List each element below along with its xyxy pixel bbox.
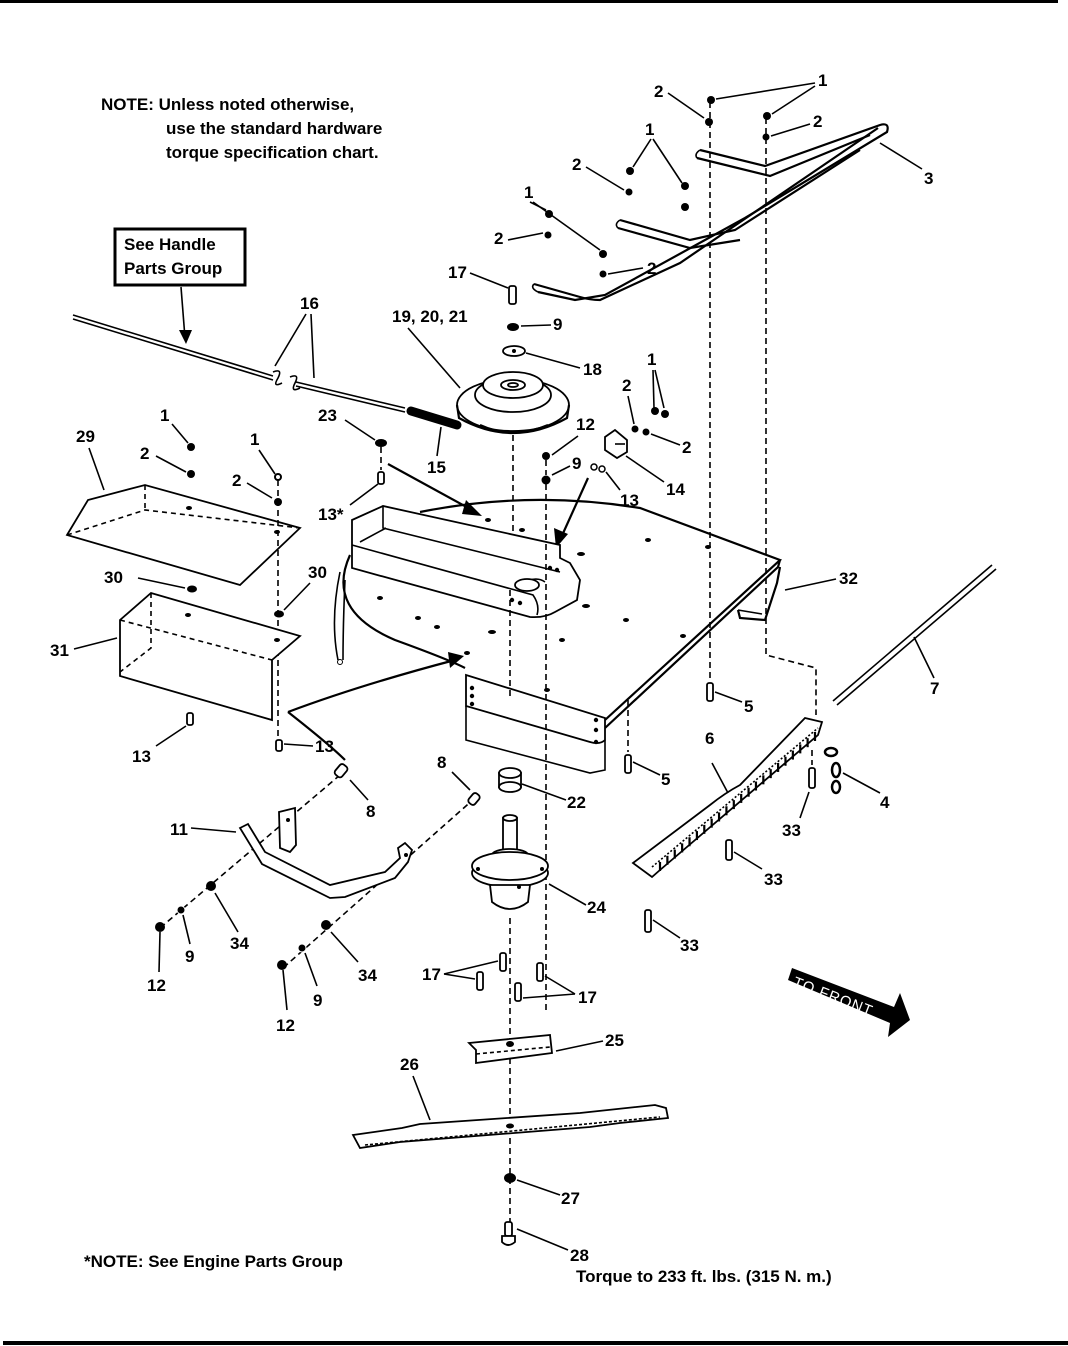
blade-part-26: 26	[351, 1055, 670, 1149]
callout-1: 1	[250, 430, 259, 449]
spacer-part-22: 22	[498, 767, 586, 812]
callout-8: 8	[366, 802, 375, 821]
callout-2: 2	[813, 112, 822, 131]
callout-22: 22	[567, 793, 586, 812]
callout-8: 8	[437, 753, 446, 772]
see-handle-parts-box: See Handle Parts Group	[113, 227, 247, 344]
callout-7: 7	[930, 679, 939, 698]
note-line-3: torque specification chart.	[166, 143, 379, 162]
see-handle-line-2: Parts Group	[124, 259, 222, 278]
callout-2: 2	[654, 82, 663, 101]
callout-19-20-21: 19, 20, 21	[392, 307, 468, 326]
callout-1: 1	[645, 120, 654, 139]
callout-5: 5	[744, 697, 753, 716]
callout-28: 28	[570, 1246, 589, 1265]
to-front-arrow: TO FRONT	[788, 968, 910, 1037]
callout-1: 1	[647, 350, 656, 369]
callout-12: 12	[576, 415, 595, 434]
callout-26: 26	[400, 1055, 419, 1074]
see-handle-line-1: See Handle	[124, 235, 216, 254]
callout-33: 33	[782, 821, 801, 840]
callout-2: 2	[622, 376, 631, 395]
callout-1: 1	[524, 183, 533, 202]
torque-note: Torque to 233 ft. lbs. (315 N. m.)	[576, 1267, 832, 1286]
bracket-part-11: 8 8 11	[159, 711, 481, 969]
callout-31: 31	[50, 641, 69, 660]
callout-2: 2	[647, 259, 656, 278]
callout-1: 1	[818, 71, 827, 90]
handle-part-3	[531, 123, 889, 302]
callout-2: 2	[494, 229, 503, 248]
callout-16: 16	[300, 294, 319, 313]
bolts-13: 13 13	[132, 712, 334, 766]
callout-30: 30	[308, 563, 327, 582]
callout-13-star: 13*	[318, 505, 344, 524]
callout-30: 30	[104, 568, 123, 587]
callout-33: 33	[680, 936, 699, 955]
callout-2: 2	[682, 438, 691, 457]
blade-bolt-hardware: 27 28	[501, 1173, 589, 1265]
blade-adapter-part-25: 25	[467, 1031, 624, 1065]
callout-4: 4	[880, 793, 890, 812]
callout-9: 9	[572, 454, 581, 473]
bottom-rule	[3, 1341, 1068, 1345]
callout-1: 1	[160, 406, 169, 425]
note-line-2: use the standard hardware	[166, 119, 382, 138]
handle-hardware	[544, 96, 771, 278]
shield-part-31: 30 30 31	[50, 563, 327, 722]
pulley-clutch-assembly: 19, 20, 21	[392, 307, 571, 434]
handle-callouts: 1 2 2 3 1 2 1 2 2	[494, 71, 933, 278]
baffle-part-6: 6	[631, 717, 824, 879]
bolts-17: 17 17	[422, 952, 597, 1007]
callout-2: 2	[572, 155, 581, 174]
callout-12: 12	[276, 1016, 295, 1035]
callout-25: 25	[605, 1031, 624, 1050]
callout-27: 27	[561, 1189, 580, 1208]
bolt-13-star: 23 13*	[318, 406, 482, 524]
engine-parts-note: *NOTE: See Engine Parts Group	[84, 1252, 343, 1271]
callout-14: 14	[666, 480, 685, 499]
callout-23: 23	[318, 406, 337, 425]
callout-32: 32	[839, 569, 858, 588]
callout-15: 15	[427, 458, 446, 477]
callout-2: 2	[232, 471, 241, 490]
callout-9: 9	[553, 315, 562, 334]
spring-part-15: 15	[406, 406, 462, 477]
callout-24: 24	[587, 898, 606, 917]
callout-9: 9	[185, 947, 194, 966]
callout-6: 6	[705, 729, 714, 748]
callout-13: 13	[132, 747, 151, 766]
callout-11: 11	[170, 820, 188, 839]
callout-5: 5	[661, 770, 670, 789]
callout-34: 34	[230, 934, 249, 953]
hardware-note: NOTE: Unless noted otherwise, use the st…	[101, 95, 382, 162]
pulley-hardware: 17 9 18	[448, 263, 602, 379]
mower-deck	[287, 498, 783, 774]
callout-33: 33	[764, 870, 783, 889]
bolts-33: 33 33 33	[644, 750, 816, 955]
spindle-part-24: 24	[471, 814, 606, 917]
callout-17: 17	[578, 988, 597, 1007]
callout-17: 17	[448, 263, 467, 282]
note-line-1: NOTE: Unless noted otherwise,	[101, 95, 354, 114]
top-rule	[0, 0, 1058, 3]
callout-13: 13	[315, 737, 334, 756]
cable-part-16: 16	[72, 294, 406, 413]
callout-18: 18	[583, 360, 602, 379]
callout-3: 3	[924, 169, 933, 188]
callout-2: 2	[140, 444, 149, 463]
callout-34: 34	[358, 966, 377, 985]
callout-29: 29	[76, 427, 95, 446]
callout-12: 12	[147, 976, 166, 995]
bracket-hardware-left: 34 9 12 34 9 12	[147, 881, 377, 1035]
chain-part-4: 4	[823, 746, 890, 812]
callout-17: 17	[422, 965, 441, 984]
callout-9: 9	[313, 991, 322, 1010]
rod-part-7: 7	[832, 564, 997, 706]
bolts-5: 5 5	[624, 682, 753, 789]
